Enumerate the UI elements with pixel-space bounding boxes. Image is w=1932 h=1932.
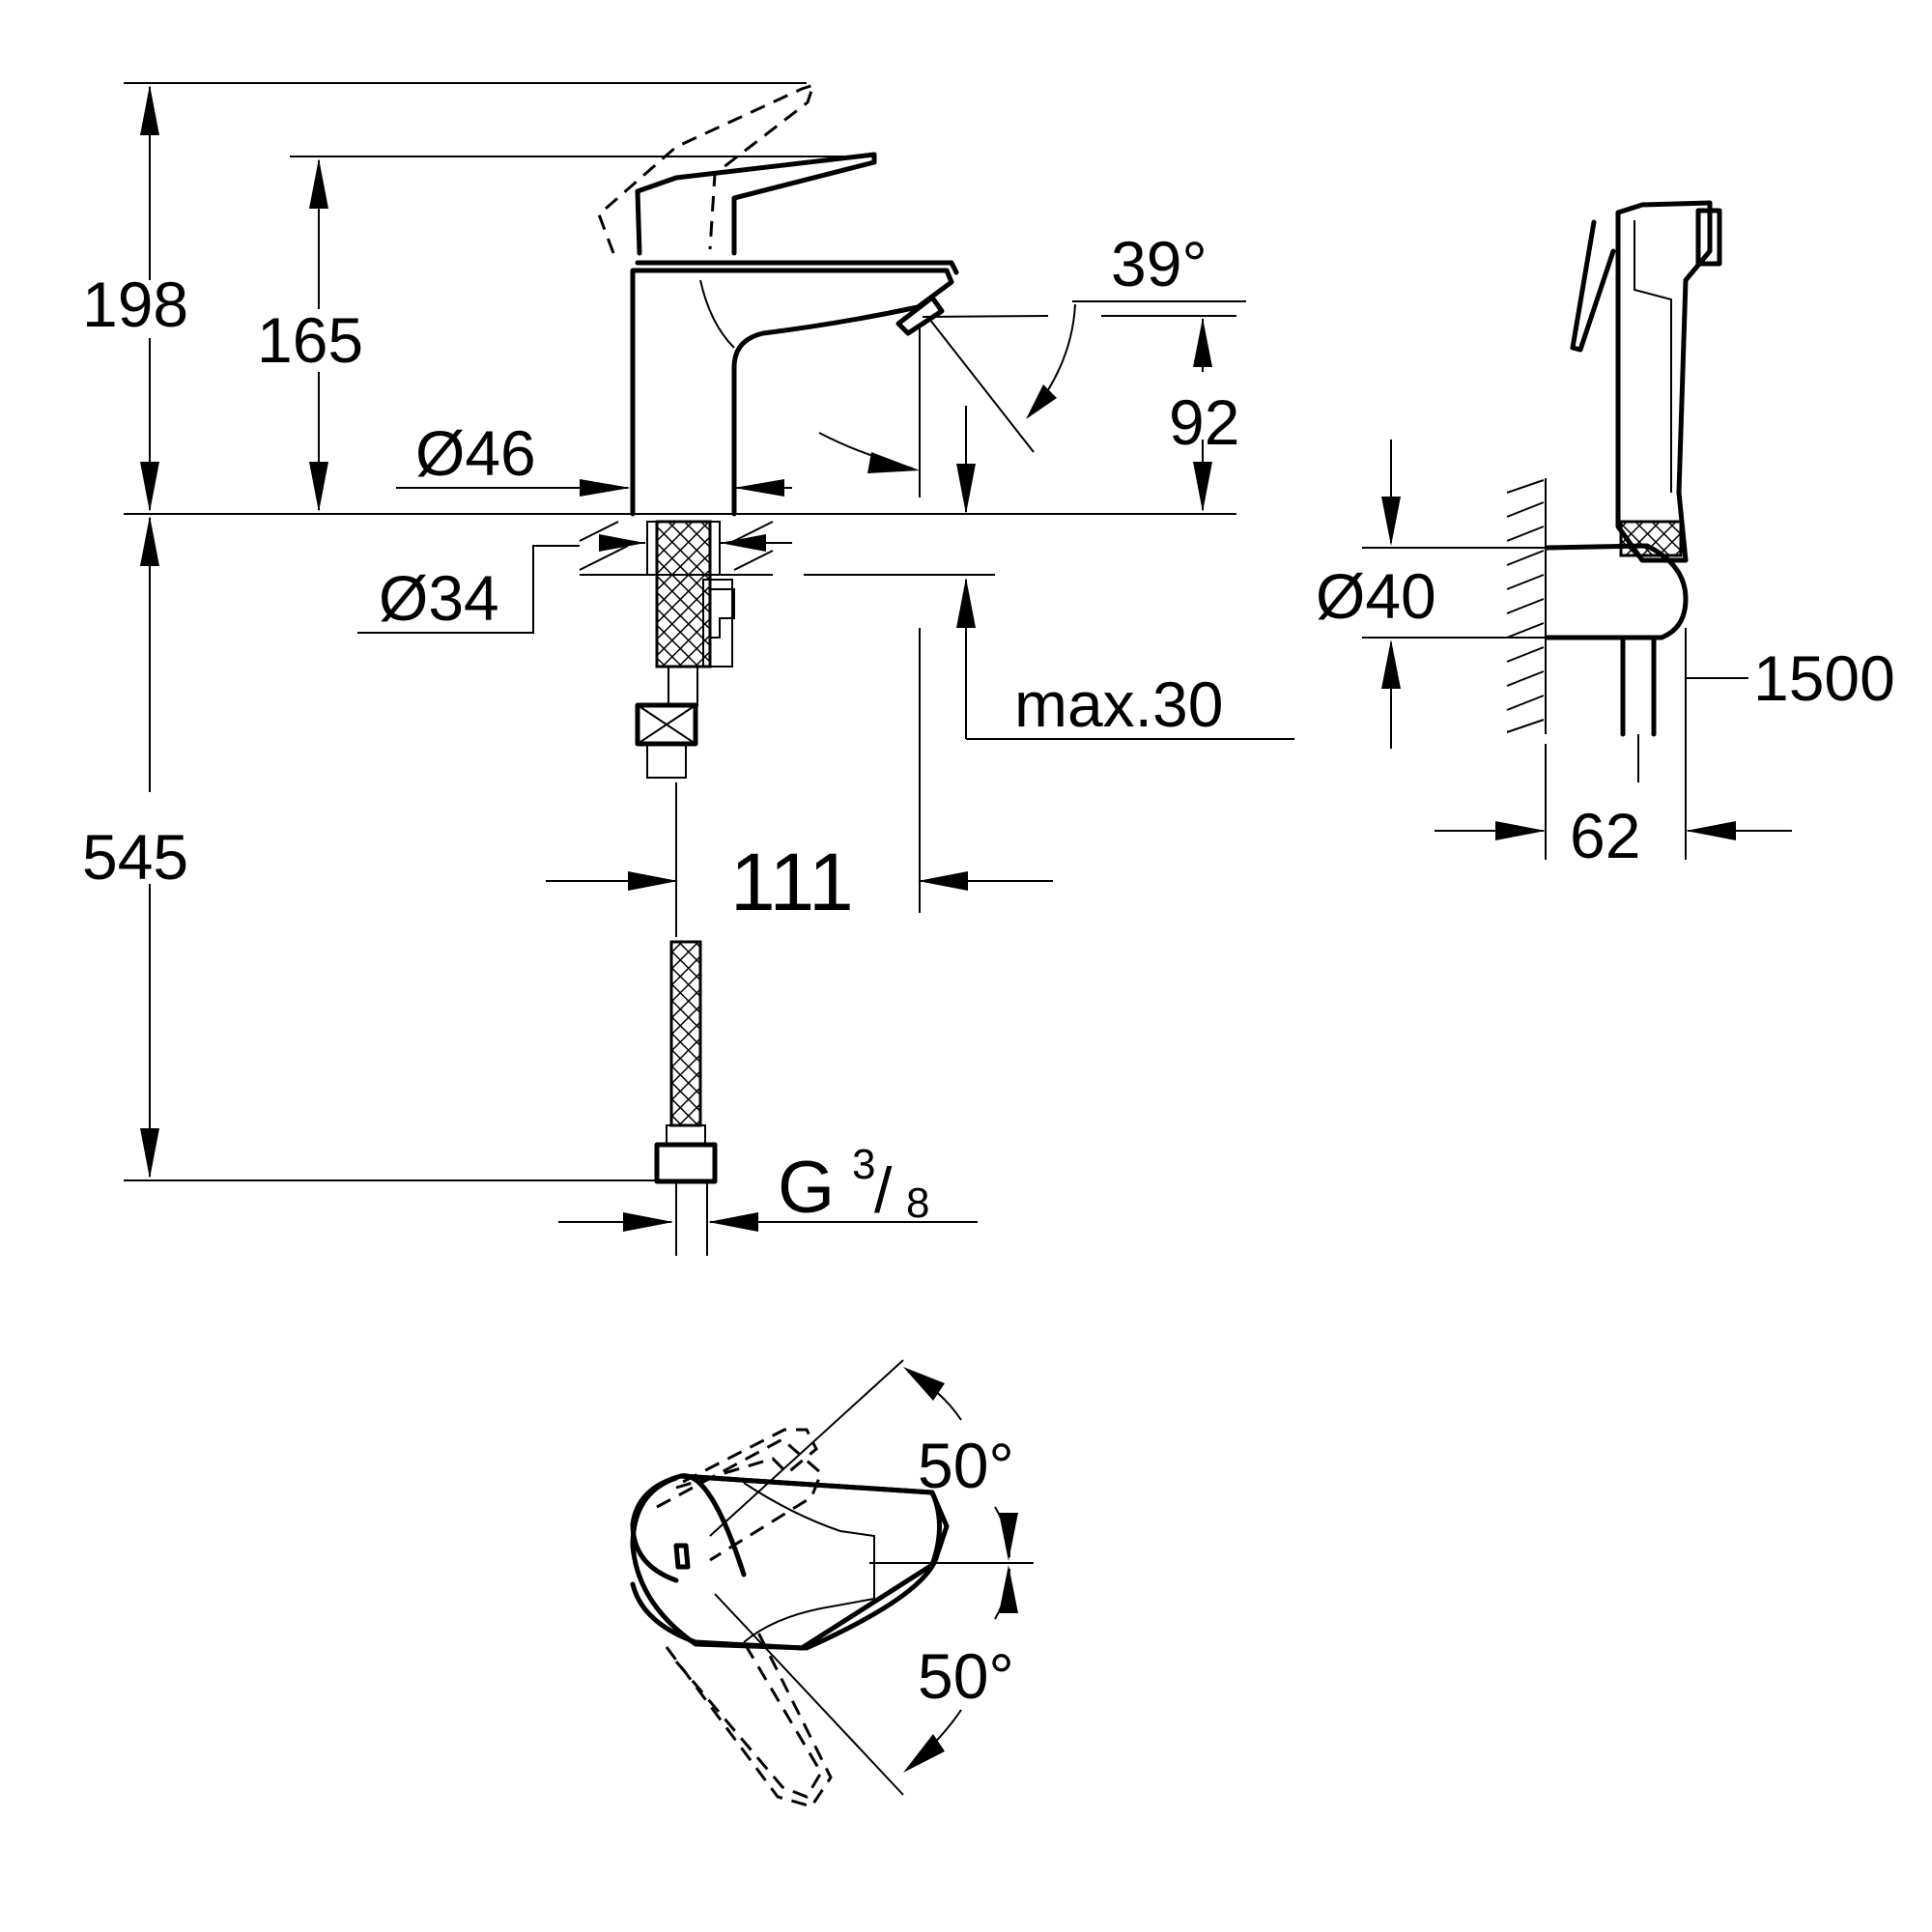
mixer-body	[630, 268, 954, 517]
hose-fitting-upper	[646, 743, 687, 779]
threaded-rod	[702, 579, 733, 668]
lever-top-view	[630, 1359, 1034, 1808]
shower-grip-mesh	[1619, 520, 1683, 557]
shower-head-tip	[1695, 208, 1722, 267]
hose-nut-lower	[654, 1142, 718, 1184]
body-arc	[699, 279, 735, 349]
shower-dimensions	[1362, 440, 1792, 860]
lever-top-outline	[630, 1473, 950, 1651]
lever-raised-dashed	[597, 82, 816, 254]
dim-dia-hole: Ø34	[379, 562, 499, 634]
dim-hose-length: 1500	[1753, 642, 1895, 714]
thread-letter: G	[778, 1147, 835, 1229]
shower-trigger	[1570, 219, 1616, 353]
lever-top-button	[673, 1543, 691, 1570]
lever-rotated-down	[674, 1641, 823, 1799]
rod-steps	[710, 588, 735, 639]
thread-numerator: 3	[852, 1141, 875, 1188]
dim-lever-angle-up: 50°	[918, 1430, 1014, 1501]
dim-spout-reach: 111	[730, 837, 854, 927]
mixer-side-view	[579, 82, 959, 1256]
hose-connector-upper	[668, 666, 698, 706]
dim-lever-angle-down: 50°	[918, 1640, 1014, 1712]
mixer-dimensions	[124, 82, 1294, 1232]
hose-lower-mesh	[669, 940, 702, 1127]
thread-denominator: 8	[906, 1179, 929, 1227]
dim-spout-angle: 39°	[1111, 228, 1208, 299]
lever-top-inner	[743, 1482, 875, 1643]
dim-spout-height: 92	[1169, 386, 1239, 458]
dim-below-deck: 545	[82, 821, 188, 893]
thread-slash: /	[874, 1154, 893, 1226]
wall-hatching	[1506, 479, 1545, 733]
spout-aerator	[895, 295, 945, 336]
hose-top-mesh	[655, 520, 712, 668]
dim-holder-diameter: Ø40	[1316, 560, 1436, 632]
dim-dia-base: Ø46	[415, 417, 536, 489]
dim-thread: G 3 / 8	[778, 1141, 929, 1229]
shower-outline-inner	[1634, 220, 1672, 493]
lever-solid	[635, 152, 877, 256]
lever-rotated-up-outline	[656, 1437, 823, 1562]
dim-height-lever: 165	[257, 304, 363, 376]
hose-crimp	[666, 1124, 706, 1146]
lever-rotated-up	[675, 1428, 818, 1490]
mixer-top-cap	[635, 260, 959, 275]
dim-deck-thickness: max.30	[1014, 668, 1223, 740]
lever-rotated-down-outline	[665, 1632, 833, 1808]
hand-shower-side-view	[1506, 200, 1722, 737]
dim-wall-distance: 62	[1570, 800, 1640, 871]
dim-height-total: 198	[82, 269, 188, 340]
